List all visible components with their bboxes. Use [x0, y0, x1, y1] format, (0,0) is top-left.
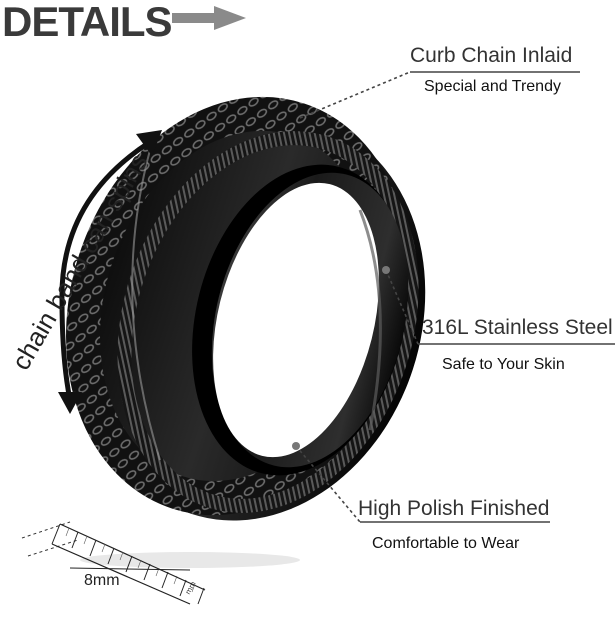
rotation-arrow-icon — [58, 130, 162, 414]
feature-1-subtitle: Special and Trendy — [424, 78, 561, 95]
leader-lines — [295, 71, 615, 523]
ring-width-label: 8mm — [84, 572, 120, 589]
ring-image — [66, 96, 426, 568]
feature-2-subtitle: Safe to Your Skin — [442, 356, 565, 373]
ruler — [21, 521, 206, 605]
marker-dot — [292, 442, 300, 450]
feature-3-subtitle: Comfortable to Wear — [372, 535, 520, 552]
feature-3-title: High Polish Finished — [358, 497, 550, 520]
feature-1-title: Curb Chain Inlaid — [410, 44, 573, 67]
page-title: DETAILS — [2, 0, 173, 45]
marker-dot — [382, 266, 390, 274]
feature-2-title: 316L Stainless Steel — [422, 316, 613, 339]
header-arrow-icon — [172, 6, 246, 30]
